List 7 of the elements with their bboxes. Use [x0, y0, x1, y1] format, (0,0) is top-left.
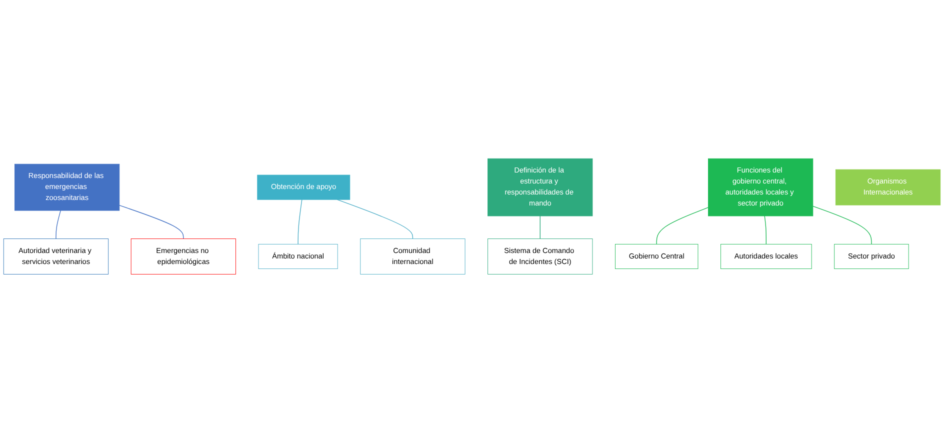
- connector: [56, 210, 61, 240]
- connector: [656, 207, 709, 245]
- connector: [119, 205, 184, 240]
- connector: [336, 199, 414, 240]
- connector: [298, 199, 302, 245]
- connector: [764, 216, 766, 245]
- connector: [812, 206, 872, 245]
